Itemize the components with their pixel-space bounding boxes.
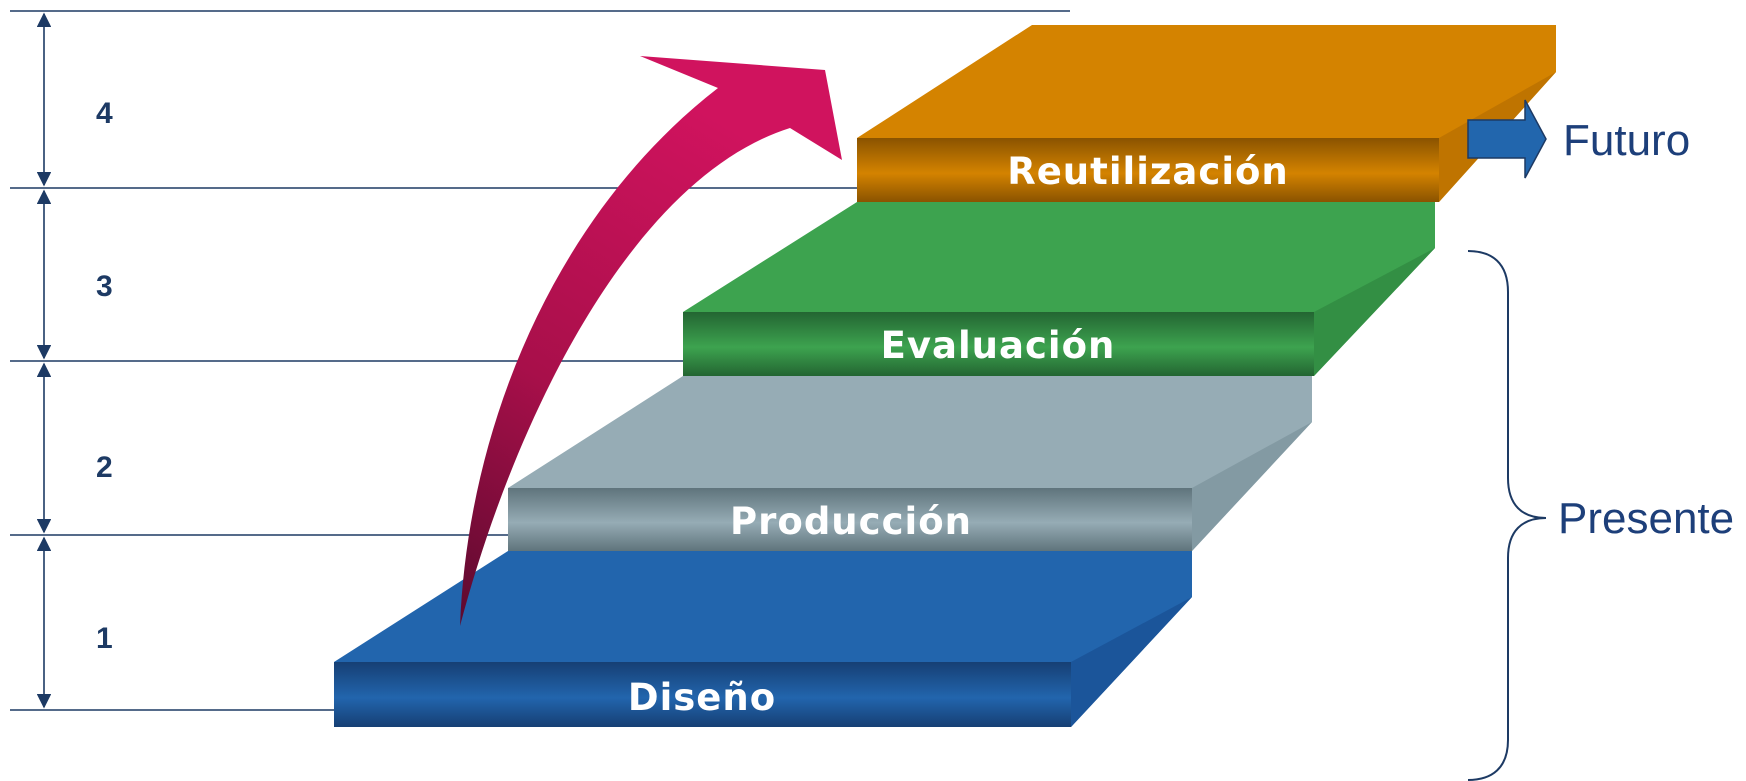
- level-number-2: 2: [96, 451, 113, 484]
- progress-curve-arrow: [460, 56, 842, 626]
- level-number-4: 4: [96, 97, 113, 130]
- step-side-face: [1071, 597, 1192, 727]
- present-group: Presente: [1467, 250, 1734, 781]
- step-front-face: [508, 488, 1192, 551]
- step-produccion: Producción: [508, 376, 1312, 551]
- step-top-face: [683, 202, 1435, 376]
- step-label-reutilizacion: Reutilización: [1007, 150, 1289, 193]
- step-evaluacion: Evaluación: [683, 202, 1435, 376]
- future-arrow-icon: [1467, 99, 1547, 179]
- step-diseno: Diseño: [334, 551, 1192, 727]
- guide-lines: [10, 10, 1070, 711]
- step-side-face: [1192, 422, 1312, 551]
- step-label-diseno: Diseño: [628, 676, 776, 719]
- step-label-evaluacion: Evaluación: [881, 324, 1116, 367]
- step-label-produccion: Producción: [730, 500, 972, 543]
- step-top-face: [508, 376, 1312, 551]
- step-front-face: [683, 312, 1314, 376]
- future-group: Futuro: [1467, 99, 1690, 179]
- level-number-1: 1: [96, 622, 113, 655]
- present-label: Presente: [1558, 494, 1734, 543]
- step-front-face: [334, 662, 1071, 727]
- step-side-face: [1314, 248, 1435, 376]
- step-reutilizacion: Reutilización: [857, 25, 1556, 202]
- step-top-face: [857, 25, 1556, 202]
- step-front-face: [857, 138, 1439, 202]
- step-top-face: [334, 551, 1192, 727]
- present-brace: [1467, 250, 1547, 781]
- level-number-3: 3: [96, 270, 113, 303]
- future-label: Futuro: [1563, 116, 1690, 165]
